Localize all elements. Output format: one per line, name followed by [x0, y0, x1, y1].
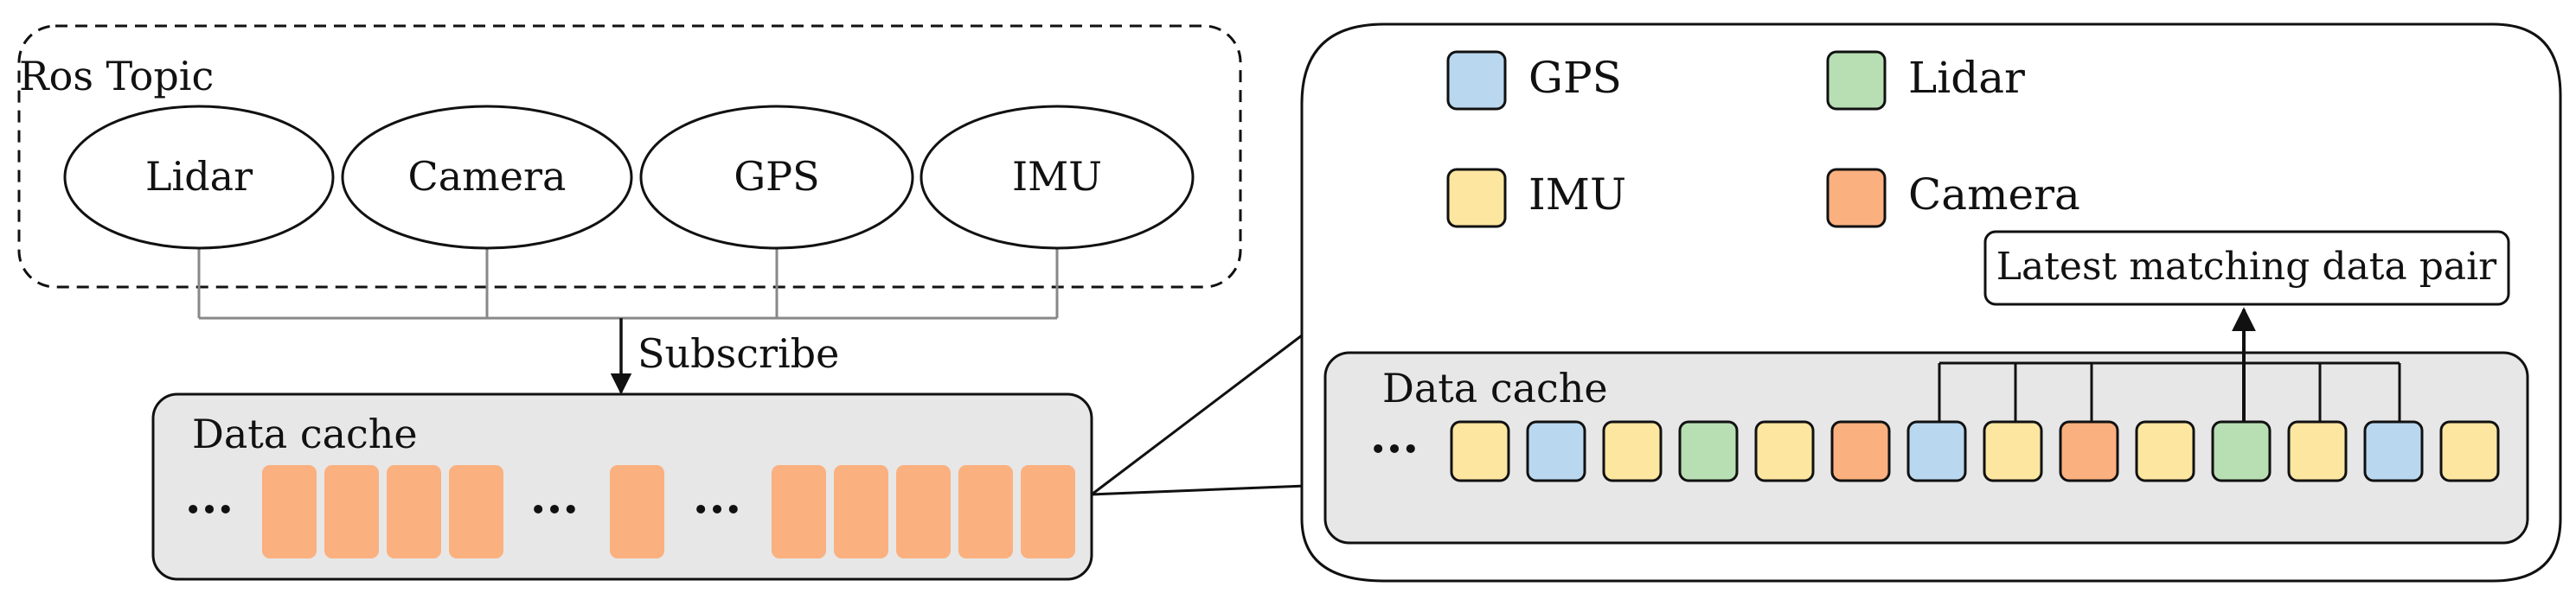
legend-camera-label: Camera	[1908, 169, 2080, 220]
cache-block	[449, 465, 503, 558]
sequence-block-imu	[1450, 420, 1510, 482]
topic-imu-label: IMU	[1012, 153, 1102, 200]
subscribe-label: Subscribe	[638, 330, 839, 377]
topic-bus-lines	[197, 246, 1059, 320]
ros-topic-group	[17, 24, 1242, 289]
latest-matching-box	[1983, 230, 2510, 306]
sequence-block-camera	[2059, 420, 2119, 482]
sequence-block-lidar	[2211, 420, 2272, 482]
left-ellipsis-1: ···	[185, 482, 234, 537]
legend-lidar-swatch	[1826, 50, 1887, 111]
topic-imu-ellipse	[920, 105, 1195, 250]
sequence-block-imu	[2135, 420, 2195, 482]
left-cache-label: Data cache	[192, 411, 418, 457]
sequence-block-gps	[1906, 420, 1967, 482]
topic-camera-label: Camera	[408, 153, 567, 200]
cache-block	[324, 465, 379, 558]
topic-camera: Camera	[341, 105, 633, 250]
zoom-callout	[1091, 484, 1307, 496]
zoom-callout-top	[1091, 334, 1303, 496]
cache-block	[387, 465, 441, 558]
legend-gps-swatch	[1446, 50, 1507, 111]
left-ellipsis-3: ···	[693, 482, 741, 537]
detail-sequence	[1450, 420, 2500, 482]
topic-gps-label: GPS	[734, 153, 819, 200]
legend-imu-label: IMU	[1528, 169, 1626, 220]
cache-block	[610, 465, 664, 558]
detail-cache-label: Data cache	[1382, 365, 1608, 411]
latest-matching-label: Latest matching data pair	[1996, 245, 2497, 289]
cache-block	[896, 465, 951, 558]
sequence-block-lidar	[1678, 420, 1739, 482]
legend: GPS Lidar IMU Camera	[1446, 50, 2080, 228]
sequence-block-imu	[1602, 420, 1663, 482]
legend-gps-label: GPS	[1528, 53, 1622, 103]
topic-lidar: Lidar	[63, 105, 335, 250]
matching-bracket	[1938, 361, 2401, 422]
cache-block	[834, 465, 888, 558]
cache-block	[262, 465, 317, 558]
legend-camera-swatch	[1826, 168, 1887, 228]
sequence-block-gps	[2363, 420, 2424, 482]
sequence-block-imu	[2287, 420, 2348, 482]
sequence-block-imu	[2439, 420, 2500, 482]
sequence-block-imu	[1983, 420, 2043, 482]
cache-block	[958, 465, 1013, 558]
topic-gps-ellipse	[639, 105, 914, 250]
topic-lidar-ellipse	[63, 105, 335, 250]
left-ellipsis-2: ···	[530, 482, 579, 537]
sequence-block-camera	[1830, 420, 1891, 482]
legend-imu-swatch	[1446, 168, 1507, 228]
ros-topic-label: Ros Topic	[19, 53, 214, 99]
topic-lidar-label: Lidar	[145, 153, 253, 200]
legend-lidar-label: Lidar	[1908, 53, 2025, 103]
topic-gps: GPS	[639, 105, 914, 250]
sequence-block-imu	[1754, 420, 1815, 482]
sequence-block-gps	[1526, 420, 1586, 482]
cache-block	[772, 465, 826, 558]
topic-imu: IMU	[920, 105, 1195, 250]
left-cache-blocks: ··· ··· ···	[185, 465, 1075, 558]
topic-camera-ellipse	[341, 105, 633, 250]
detail-ellipsis: ···	[1370, 421, 1419, 476]
cache-block	[1021, 465, 1075, 558]
